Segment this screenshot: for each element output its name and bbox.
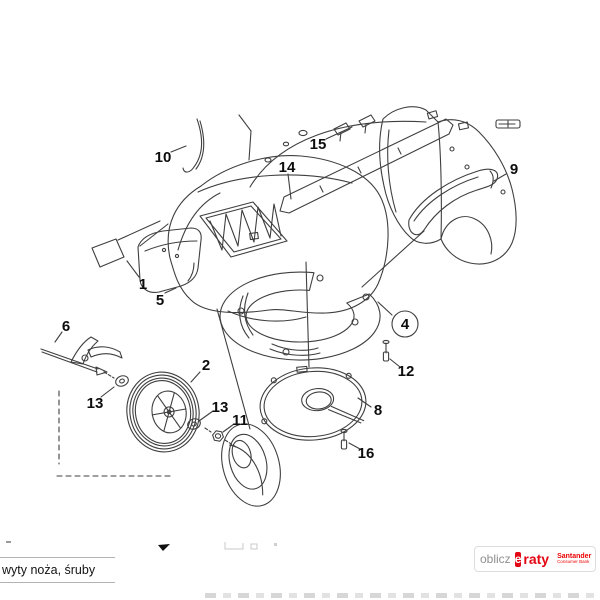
part-label-8: 8	[374, 402, 382, 419]
part-label-4: 4	[401, 316, 410, 333]
part-label-12: 12	[398, 363, 415, 380]
parts-table-row[interactable]: wyty noża, śruby	[0, 557, 115, 583]
exploded-parts-diagram: 10 14 15 9 1 5 6 13 2 13 11 12 8 16 4	[40, 106, 521, 507]
part-label-10: 10	[155, 149, 172, 166]
part-11-nut	[212, 430, 224, 442]
part-6-axle-lever	[40, 336, 123, 376]
housing-inner-bowl	[249, 120, 427, 188]
part-1-sticker	[91, 238, 125, 268]
part-hubcap	[221, 423, 281, 507]
eraty-logo-word: raty	[523, 551, 550, 567]
part-label-6: 6	[62, 318, 70, 335]
box-fragment	[224, 542, 244, 550]
part-label-1: 1	[139, 276, 147, 293]
part-label-11: 11	[232, 412, 248, 429]
part-8-cover-plate	[259, 365, 367, 441]
santander-name: Santander	[557, 552, 592, 560]
cropped-text-fragment	[205, 593, 600, 598]
part-13-bearing-left	[115, 375, 129, 387]
part-9-bumper	[408, 168, 499, 236]
part-label-13a: 13	[87, 395, 104, 412]
part-label-2: 2	[202, 357, 210, 374]
part-16-screw	[340, 428, 348, 450]
part-label-14: 14	[279, 159, 296, 176]
dropdown-arrow-fragment	[158, 544, 170, 551]
eraty-logo-icon: e	[514, 551, 522, 567]
kit-dashed-box	[56, 390, 175, 477]
part-gray-bar	[495, 119, 521, 129]
dot-fragment	[274, 543, 277, 546]
grille	[199, 201, 288, 258]
part-label-13b: 13	[212, 399, 229, 416]
part-14-rail	[279, 118, 454, 214]
leader-lines	[54, 126, 507, 450]
part-rear-housing	[379, 106, 517, 265]
part-4-skirt-plate	[219, 271, 381, 361]
part-15-clips	[333, 114, 376, 142]
parts-table-row-label: wyty noża, śruby	[2, 563, 96, 577]
santander-wordmark: Santander Consumer Bank	[557, 553, 591, 565]
part-front-housing	[167, 155, 389, 322]
finance-badge[interactable]: oblicz e raty Santander Consumer Bank	[474, 546, 596, 572]
part-label-16: 16	[358, 445, 375, 462]
part-10-rod	[182, 114, 252, 173]
glyph-fragment	[250, 543, 258, 550]
part-13-bearing-right	[187, 418, 201, 430]
santander-subtitle: Consumer Bank	[557, 559, 590, 565]
part-label-15: 15	[310, 136, 327, 153]
part-4-highlight-hotspot[interactable]: 4	[391, 310, 419, 338]
text-fragment	[6, 541, 11, 543]
cropped-ui-fragments	[6, 541, 277, 551]
part-label-5: 5	[156, 292, 164, 309]
part-label-9: 9	[510, 161, 518, 178]
part-12-screw	[382, 339, 390, 362]
oblicz-label: oblicz	[480, 552, 511, 566]
part-2-wheel	[126, 371, 200, 453]
part-5-flap	[137, 227, 202, 293]
